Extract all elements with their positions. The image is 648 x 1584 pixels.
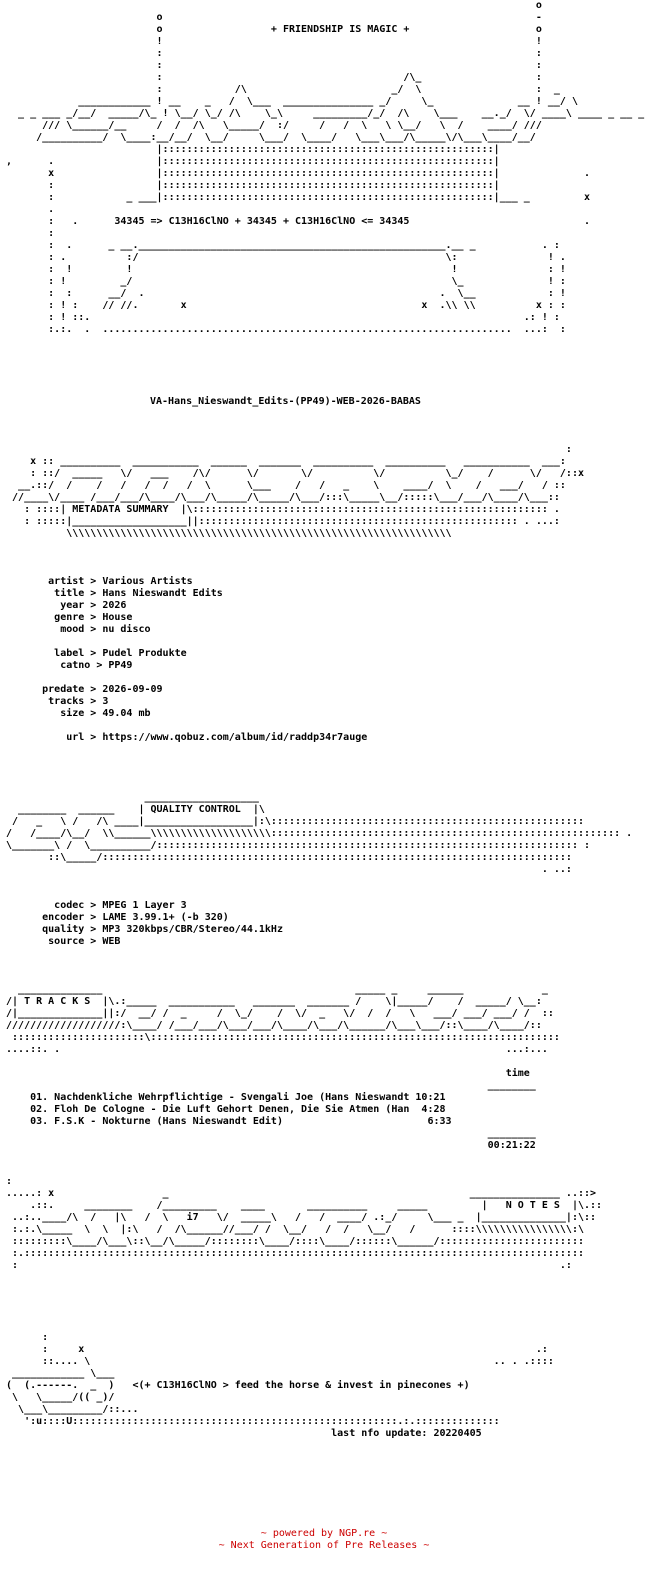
meta-predate: predate > 2026-09-09 <box>0 684 163 695</box>
tracks-time-header: time <box>0 1068 530 1079</box>
meta-spacer-1 <box>0 636 648 648</box>
nfo-document: o o - o + FRIENDSHIP IS MAGIC + o <box>0 0 648 1439</box>
meta-mood: mood > nu disco <box>0 624 151 635</box>
meta-year: year > 2026 <box>0 600 127 611</box>
quality-encoder: encoder > LAME 3.99.1+ (-b 320) <box>0 912 229 923</box>
quality-quality: quality > MP3 320kbps/CBR/Stereo/44.1kHz <box>0 924 283 935</box>
powered-by-line: ~ powered by NGP.re ~ <box>260 1528 388 1539</box>
tracks-section-header: ______________ _____ _ ______ _ /| T R A… <box>6 984 560 1055</box>
meta-spacer-2 <box>0 672 648 684</box>
tracks-rule-bottom: ________ <box>0 1128 536 1139</box>
quality-codec: codec > MPEG 1 Layer 3 <box>0 900 187 911</box>
track-row-3: 03. F.S.K - Nokturne (Hans Nieswandt Edi… <box>0 1116 452 1127</box>
track-row-1: 01. Nachdenkliche Wehrpflichtige - Sveng… <box>0 1092 446 1103</box>
meta-genre: genre > House <box>0 612 133 623</box>
meta-catno: catno > PP49 <box>0 660 133 671</box>
meta-spacer-3 <box>0 720 648 732</box>
tracks-rule-top: ________ <box>0 1080 536 1091</box>
meta-label: label > Pudel Produkte <box>0 648 187 659</box>
notes-section-header: : .....: x _ _______________ ..::> .::. … <box>6 1176 603 1271</box>
release-name: VA-Hans_Nieswandt_Edits-(PP49)-WEB-2026-… <box>150 396 421 407</box>
ngp-tagline: ~ Next Generation of Pre Releases ~ <box>218 1540 430 1551</box>
meta-artist: artist > Various Artists <box>0 576 193 587</box>
meta-size: size > 49.04 mb <box>0 708 151 719</box>
header-ascii-art: o o - o + FRIENDSHIP IS MAGIC + o <box>6 0 645 335</box>
track-row-2: 02. Floh De Cologne - Die Luft Gehort De… <box>0 1104 446 1115</box>
meta-tracks: tracks > 3 <box>0 696 109 707</box>
quality-source: source > WEB <box>0 936 121 947</box>
footer-ascii-art: : : x .: ::.... \ .. . .:::: ___________ <box>6 1332 554 1427</box>
metadata-section-header: : x :: __________ ___________ ______ ___… <box>12 444 584 539</box>
last-update: last nfo update: 20220405 <box>0 1428 482 1439</box>
quality-section-header: ___________________ ________ ______ | QU… <box>6 792 633 875</box>
meta-title: title > Hans Nieswandt Edits <box>0 588 223 599</box>
tracks-total-time: 00:21:22 <box>0 1140 536 1151</box>
meta-url: url > https://www.qobuz.com/album/id/rad… <box>0 732 368 743</box>
